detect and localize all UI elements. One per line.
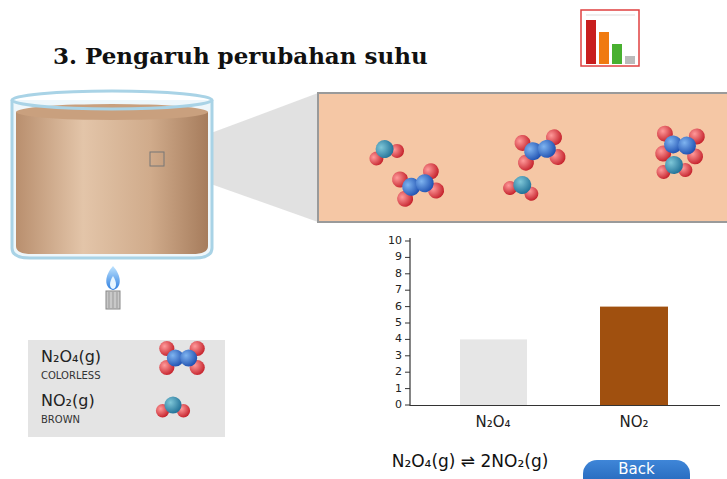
- chart-icon: [581, 10, 639, 66]
- legend-panel: [28, 340, 225, 437]
- legend-text: N₂O₄(g): [41, 347, 101, 367]
- back-button: Back: [583, 460, 690, 477]
- axis-tick-label: 7: [395, 283, 402, 297]
- beaker: [12, 91, 212, 258]
- axis-tick-label: 4: [395, 332, 402, 346]
- axis-tick-label: 1: [395, 382, 402, 396]
- axis-tick-label: 0: [395, 398, 402, 412]
- axis-tick-label: 3: [395, 349, 402, 363]
- axis-ticks: [405, 241, 410, 405]
- bar-chart: [405, 238, 720, 406]
- axis-tick-label: 9: [395, 250, 402, 264]
- axis-tick-label: 6: [395, 300, 402, 314]
- axis-tick-label: 2: [395, 365, 402, 379]
- burner-flame: [106, 266, 120, 309]
- button-label: Back: [583, 461, 690, 477]
- axis-tick-label: 10: [388, 234, 402, 248]
- button-shape: [583, 460, 690, 479]
- zoom-box: [318, 93, 727, 222]
- bar-label: NO₂: [619, 412, 648, 432]
- legend-note: COLORLESS: [41, 370, 100, 382]
- bar-label: N₂O₄: [475, 412, 510, 432]
- legend-note: BROWN: [41, 414, 80, 426]
- legend-text: NO₂(g): [41, 391, 95, 411]
- bar-n2o4: [460, 339, 527, 405]
- bar-no2: [600, 307, 668, 405]
- equation: N₂O₄(g) ⇌ 2NO₂(g): [392, 450, 549, 472]
- axis-tick-label: 8: [395, 267, 402, 281]
- axis-tick-label: 5: [395, 316, 402, 330]
- page-title: 3. Pengaruh perubahan suhu: [53, 42, 428, 70]
